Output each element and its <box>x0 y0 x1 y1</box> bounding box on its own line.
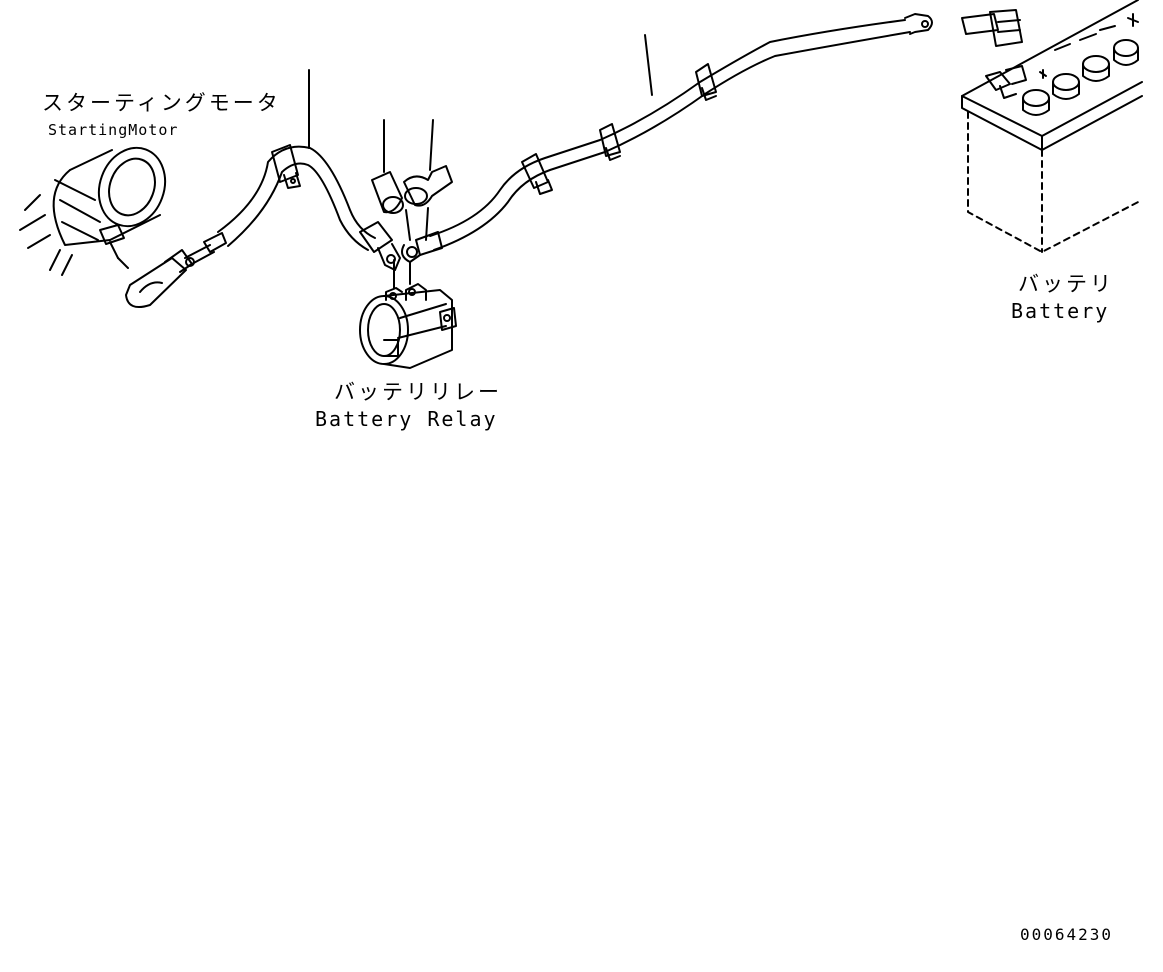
starting-motor-label-jp: スターティングモータ <box>42 91 281 115</box>
battery-relay <box>359 259 457 369</box>
battery <box>961 0 1143 253</box>
battery-label-en: Battery <box>1011 299 1110 323</box>
starting-motor <box>19 146 167 276</box>
battery-relay-label-jp: バッテリリレー <box>334 380 502 404</box>
starter-cable-lug <box>184 232 227 267</box>
cable-starter-to-relay <box>217 69 401 271</box>
starting-motor-label-en: StartingMotor <box>48 121 179 139</box>
relay-terminal-caps <box>371 119 453 241</box>
battery-label-jp: バッテリ <box>1018 272 1114 296</box>
battery-relay-label-en: Battery Relay <box>315 407 498 431</box>
starter-terminal-boot <box>125 249 193 308</box>
cable-relay-to-battery <box>401 13 933 263</box>
drawing-number: 00064230 <box>1020 925 1114 944</box>
